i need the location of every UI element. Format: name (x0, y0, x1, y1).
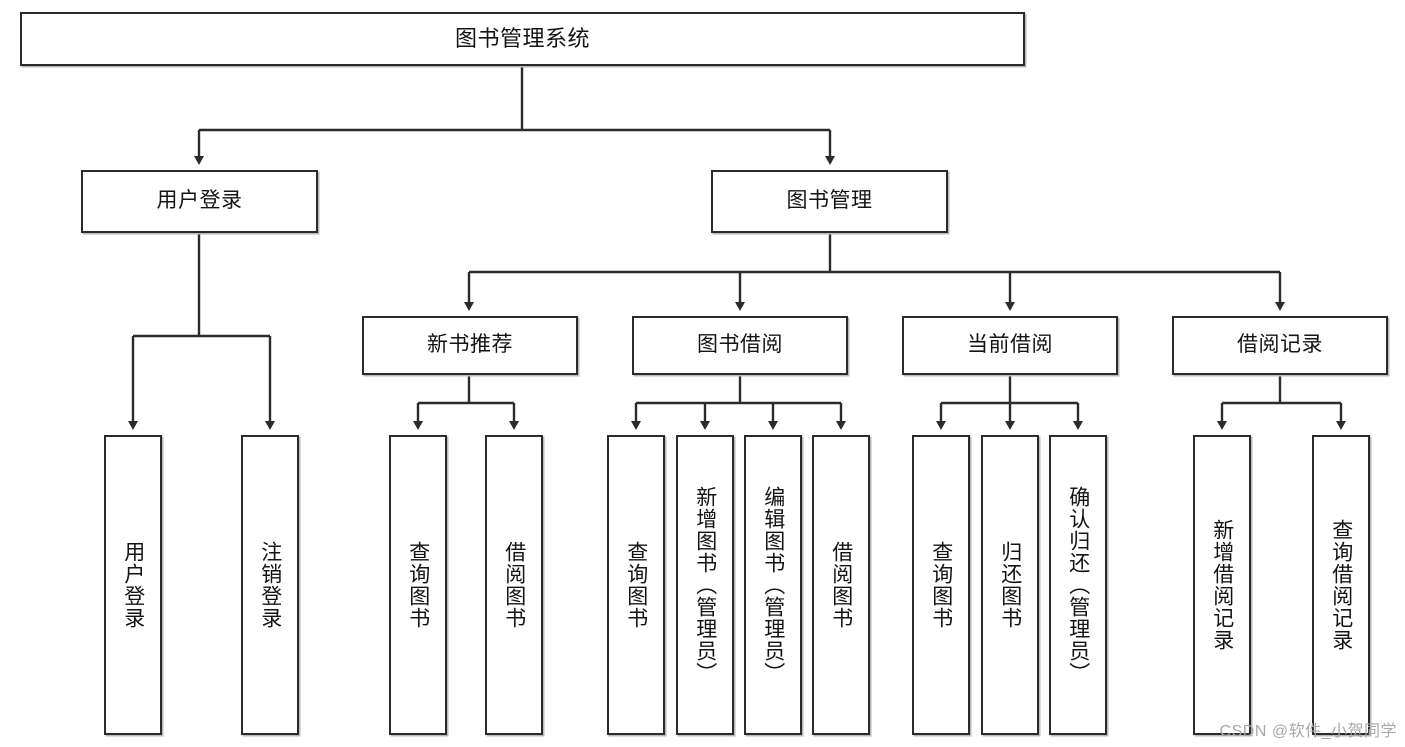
node-label: 确认归还（管理员） (1066, 486, 1090, 684)
node-current-borrow[interactable]: 当前借阅 (902, 316, 1118, 375)
node-label: 用户登录 (156, 189, 243, 213)
node-label: 查询图书 (406, 541, 430, 629)
leaf-user-login[interactable]: 用户登录 (104, 435, 162, 735)
node-label: 借阅图书 (829, 541, 853, 629)
leaf-borrow-book-bb[interactable]: 借阅图书 (812, 435, 870, 735)
node-label: 用户登录 (121, 541, 145, 629)
node-label: 新增图书（管理员） (693, 486, 717, 684)
leaf-edit-book-admin[interactable]: 编辑图书（管理员） (744, 435, 802, 735)
node-label: 查询借阅记录 (1329, 519, 1353, 651)
node-borrow-record[interactable]: 借阅记录 (1172, 316, 1388, 375)
leaf-confirm-return-admin[interactable]: 确认归还（管理员） (1049, 435, 1107, 735)
node-label: 借阅图书 (502, 541, 526, 629)
node-label: 当前借阅 (967, 333, 1053, 357)
node-label: 查询图书 (929, 541, 953, 629)
node-label: 新书推荐 (427, 333, 513, 357)
node-label: 图书借阅 (697, 333, 783, 357)
node-label: 新增借阅记录 (1210, 519, 1234, 651)
leaf-query-borrow-record[interactable]: 查询借阅记录 (1312, 435, 1370, 735)
node-label: 查询图书 (624, 541, 648, 629)
node-label: 注销登录 (258, 541, 282, 629)
node-label: 图书管理系统 (454, 26, 590, 52)
node-root-book-management-system[interactable]: 图书管理系统 (20, 12, 1025, 66)
leaf-query-book-nb[interactable]: 查询图书 (389, 435, 447, 735)
node-book-borrow[interactable]: 图书借阅 (632, 316, 848, 375)
leaf-add-borrow-record[interactable]: 新增借阅记录 (1193, 435, 1251, 735)
node-new-book-recommend[interactable]: 新书推荐 (362, 316, 578, 375)
node-label: 编辑图书（管理员） (761, 486, 785, 684)
leaf-borrow-book-nb[interactable]: 借阅图书 (485, 435, 543, 735)
node-user-login[interactable]: 用户登录 (81, 170, 318, 233)
leaf-query-book-bb[interactable]: 查询图书 (607, 435, 665, 735)
watermark-text: CSDN @软件_小贺同学 (1219, 723, 1397, 740)
node-book-management[interactable]: 图书管理 (711, 170, 948, 233)
leaf-logout[interactable]: 注销登录 (241, 435, 299, 735)
node-label: 借阅记录 (1237, 333, 1323, 357)
node-label: 图书管理 (786, 189, 873, 213)
leaf-add-book-admin[interactable]: 新增图书（管理员） (676, 435, 734, 735)
node-label: 归还图书 (998, 541, 1022, 629)
leaf-query-book-cb[interactable]: 查询图书 (912, 435, 970, 735)
leaf-return-book[interactable]: 归还图书 (981, 435, 1039, 735)
